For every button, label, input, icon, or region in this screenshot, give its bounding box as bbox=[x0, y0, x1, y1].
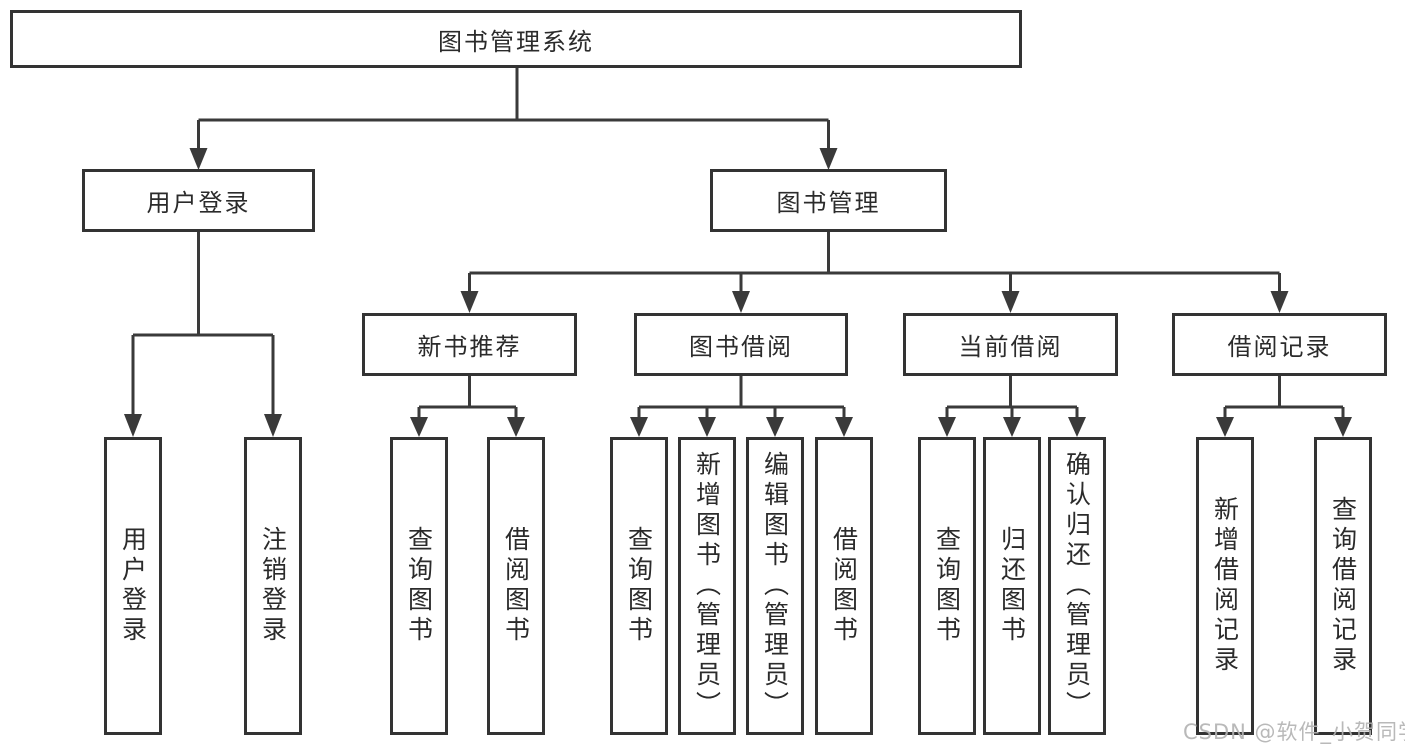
node-current-borrowing: 当前借阅 bbox=[903, 313, 1118, 376]
leaf-query-books-recommend: 查询图书 bbox=[390, 437, 448, 735]
node-label: 当前借阅 bbox=[958, 333, 1063, 361]
leaf-query-books-current: 查询图书 bbox=[918, 437, 976, 735]
node-label: 查询图书 bbox=[404, 526, 434, 646]
node-borrowing-records: 借阅记录 bbox=[1172, 313, 1387, 376]
leaf-add-books-admin: 新增图书（管理员） bbox=[678, 437, 736, 735]
node-root-system: 图书管理系统 bbox=[10, 10, 1022, 68]
node-book-borrowing: 图书借阅 bbox=[634, 313, 848, 376]
node-label: 用户登录 bbox=[118, 526, 148, 646]
node-label: 注销登录 bbox=[258, 526, 288, 646]
node-user-login: 用户登录 bbox=[82, 169, 315, 232]
node-label: 用户登录 bbox=[146, 189, 251, 217]
node-label: 借阅图书 bbox=[501, 526, 531, 646]
node-label: 新增图书（管理员） bbox=[692, 451, 722, 721]
node-book-management: 图书管理 bbox=[710, 169, 947, 232]
leaf-edit-books-admin: 编辑图书（管理员） bbox=[746, 437, 804, 735]
node-label: 新增借阅记录 bbox=[1210, 496, 1240, 676]
leaf-confirm-return-admin: 确认归还（管理员） bbox=[1048, 437, 1106, 735]
node-label: 图书借阅 bbox=[689, 333, 793, 361]
csdn-watermark: CSDN @软件_小贺同学 bbox=[1183, 720, 1405, 744]
node-label: 编辑图书（管理员） bbox=[760, 451, 790, 721]
leaf-user-login: 用户登录 bbox=[104, 437, 162, 735]
node-label: 查询图书 bbox=[624, 526, 654, 646]
leaf-return-books: 归还图书 bbox=[983, 437, 1041, 735]
node-label: 归还图书 bbox=[997, 526, 1027, 646]
node-label: 新书推荐 bbox=[417, 333, 522, 361]
leaf-query-books-borrowing: 查询图书 bbox=[610, 437, 668, 735]
leaf-logout: 注销登录 bbox=[244, 437, 302, 735]
leaf-borrow-books-recommend: 借阅图书 bbox=[487, 437, 545, 735]
node-label: 图书管理 bbox=[776, 189, 881, 217]
leaf-add-borrow-record: 新增借阅记录 bbox=[1196, 437, 1254, 735]
leaf-query-borrow-record: 查询借阅记录 bbox=[1314, 437, 1372, 735]
node-label: 借阅记录 bbox=[1227, 333, 1332, 361]
node-label: 查询借阅记录 bbox=[1328, 496, 1358, 676]
node-label: 确认归还（管理员） bbox=[1062, 451, 1092, 721]
node-label: 查询图书 bbox=[932, 526, 962, 646]
node-label: 借阅图书 bbox=[829, 526, 859, 646]
node-new-book-recommend: 新书推荐 bbox=[362, 313, 577, 376]
node-label: 图书管理系统 bbox=[438, 27, 594, 56]
leaf-borrow-books-borrowing: 借阅图书 bbox=[815, 437, 873, 735]
